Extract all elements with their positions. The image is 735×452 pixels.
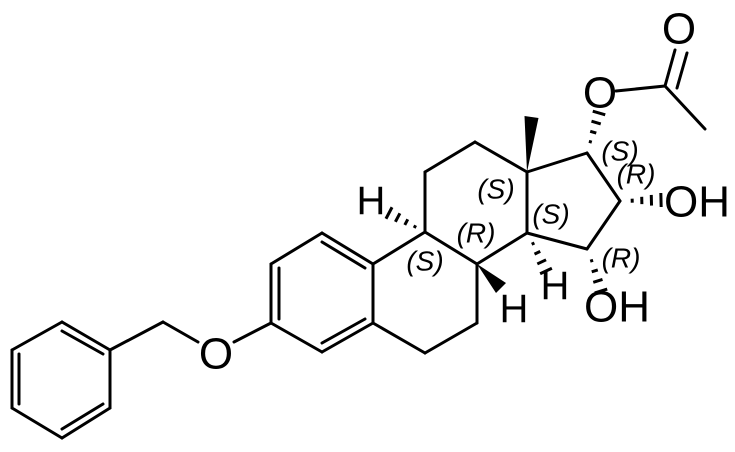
bond-line — [371, 321, 427, 355]
c9-hydrogen-hash — [394, 212, 402, 223]
bond-line — [320, 240, 367, 270]
c14-hydrogen-hash — [536, 258, 547, 266]
bond-line — [614, 84, 667, 93]
bond-line — [60, 329, 105, 356]
c13-methyl-wedge — [524, 116, 539, 172]
bond-line — [663, 84, 707, 131]
bond-line — [60, 406, 112, 440]
ester-oxygen-label: O — [583, 69, 617, 118]
bond-line — [475, 231, 529, 266]
c15-hydroxyl-label: OH — [584, 283, 650, 332]
bond-line — [10, 406, 64, 440]
bond-line — [269, 231, 324, 266]
c14-hydrogen-hash — [531, 241, 536, 246]
c13-stereo-label: (S) — [477, 174, 514, 205]
bond-line — [320, 321, 375, 354]
bond-line — [675, 51, 689, 90]
c8-hydrogen-label: H — [500, 287, 529, 331]
c15-stereo-label: (R) — [602, 243, 641, 274]
ether-oxygen-label: O — [199, 330, 233, 379]
c16-hydroxyl-label: OH — [664, 178, 730, 227]
bond-line — [161, 320, 200, 344]
c17-ester-hash — [588, 139, 593, 144]
c9-stereo-label: (S) — [406, 246, 443, 277]
bond-line — [423, 230, 479, 266]
c17-ester-hash — [589, 129, 597, 135]
c15-hydroxyl-hash — [594, 287, 608, 295]
c17-ester-hash — [591, 119, 602, 126]
c9-hydrogen-hash — [403, 218, 410, 226]
c15-hydroxyl-hash — [592, 278, 603, 284]
c17-ester-hash — [592, 109, 606, 117]
bond-line — [232, 321, 273, 344]
c14-hydrogen-hash — [539, 266, 553, 276]
c9-hydrogen-hash — [412, 224, 417, 229]
bond-line — [108, 320, 165, 352]
bond-line — [473, 140, 529, 174]
c14-hydrogen-label: H — [541, 264, 570, 308]
carbonyl-oxygen-label: O — [662, 5, 696, 54]
bond-line — [10, 320, 64, 352]
c15-hydroxyl-hash — [589, 258, 594, 263]
bond-line — [60, 402, 105, 431]
c8-stereo-label: (R) — [457, 218, 496, 249]
c14-hydrogen-hash — [533, 250, 541, 256]
c14-stereo-label: (S) — [532, 199, 569, 230]
c9-hydrogen-label: H — [357, 179, 386, 223]
bond-line — [423, 321, 479, 355]
bond-line — [269, 321, 324, 354]
bond-line — [525, 151, 589, 174]
bond-line — [320, 317, 367, 345]
bond-line — [585, 199, 622, 251]
c9-hydrogen-hash — [384, 206, 394, 220]
c17-stereo-label: (S) — [601, 136, 638, 167]
bond-line — [371, 230, 427, 266]
bond-line — [423, 140, 477, 174]
bond-line — [60, 320, 112, 352]
c15-hydroxyl-hash — [591, 268, 599, 274]
bond-line — [585, 151, 622, 203]
bond-line — [320, 231, 375, 266]
bond-line — [663, 48, 677, 88]
c16-stereo-label: (R) — [617, 159, 656, 190]
c8-hydrogen-wedge — [477, 264, 506, 293]
bond-line — [525, 231, 589, 251]
